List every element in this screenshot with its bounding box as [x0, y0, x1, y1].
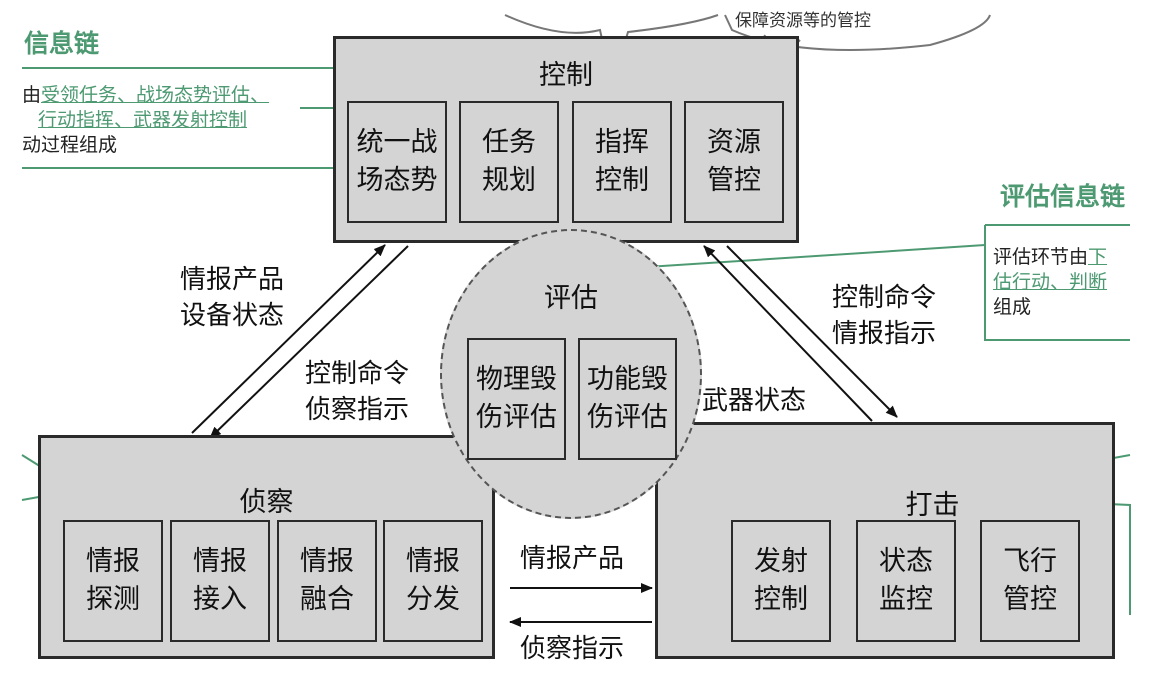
flow-label-strike-to-recon: 侦察指示 [520, 634, 625, 664]
control-title: 控制 [539, 60, 593, 91]
right-note-frame [984, 224, 1130, 341]
control-panel: 控制 统一战 场态势 任务 规划 指挥 控制 资源 管控 [333, 36, 799, 243]
assessment-chain-heading: 评估信息链 [1000, 182, 1126, 211]
flow-label-strike-to-control: 武器状态 [702, 386, 807, 416]
right-note: 评估环节由下 估行动、判断 组成 [993, 246, 1108, 318]
strike-title: 打击 [905, 490, 960, 521]
recon-module-fusion: 情报 融合 [277, 520, 377, 642]
strike-module-status: 状态 监控 [856, 520, 956, 642]
recon-panel: 侦察 情报 探测 情报 接入 情报 融合 情报 分发 [38, 435, 495, 659]
arrow-control-to-strike [726, 245, 898, 418]
flow-label-control-to-recon: 控制命令 侦察指示 [305, 359, 410, 425]
flow-label-recon-to-strike: 情报产品 [520, 544, 625, 574]
arrow-recon-to-control [191, 244, 386, 434]
strike-module-launch: 发射 控制 [731, 520, 831, 642]
strike-panel: 打击 发射 控制 状态 监控 飞行 管控 [655, 422, 1115, 659]
assessment-pointer [631, 244, 986, 269]
strike-module-flight: 飞行 管控 [980, 520, 1080, 642]
arrow-control-to-recon [209, 245, 409, 439]
recon-module-access: 情报 接入 [170, 520, 270, 642]
flow-label-recon-to-control: 情报产品 设备状态 [180, 265, 285, 331]
left-note: 由受领任务、战场态势评估、 行动指挥、武器发射控制 动过程组成 [22, 84, 270, 156]
recon-title: 侦察 [239, 487, 294, 518]
control-module-command: 指挥 控制 [572, 101, 672, 223]
control-module-resource: 资源 管控 [684, 101, 784, 223]
control-module-situation: 统一战 场态势 [347, 101, 447, 223]
recon-module-detect: 情报 探测 [63, 520, 163, 642]
top-callout-right-text: 保障资源等的管控 [735, 11, 871, 31]
assessment-module-functional: 功能毁 伤评估 [578, 338, 677, 460]
arrow-strike-to-control [703, 245, 873, 422]
assessment-module-physical: 物理毁 伤评估 [467, 338, 566, 460]
flow-label-control-to-strike: 控制命令 情报指示 [832, 283, 937, 349]
recon-module-distribute: 情报 分发 [383, 520, 483, 642]
info-chain-heading: 信息链 [24, 29, 100, 58]
control-module-planning: 任务 规划 [459, 101, 559, 223]
assessment-title: 评估 [544, 283, 598, 314]
